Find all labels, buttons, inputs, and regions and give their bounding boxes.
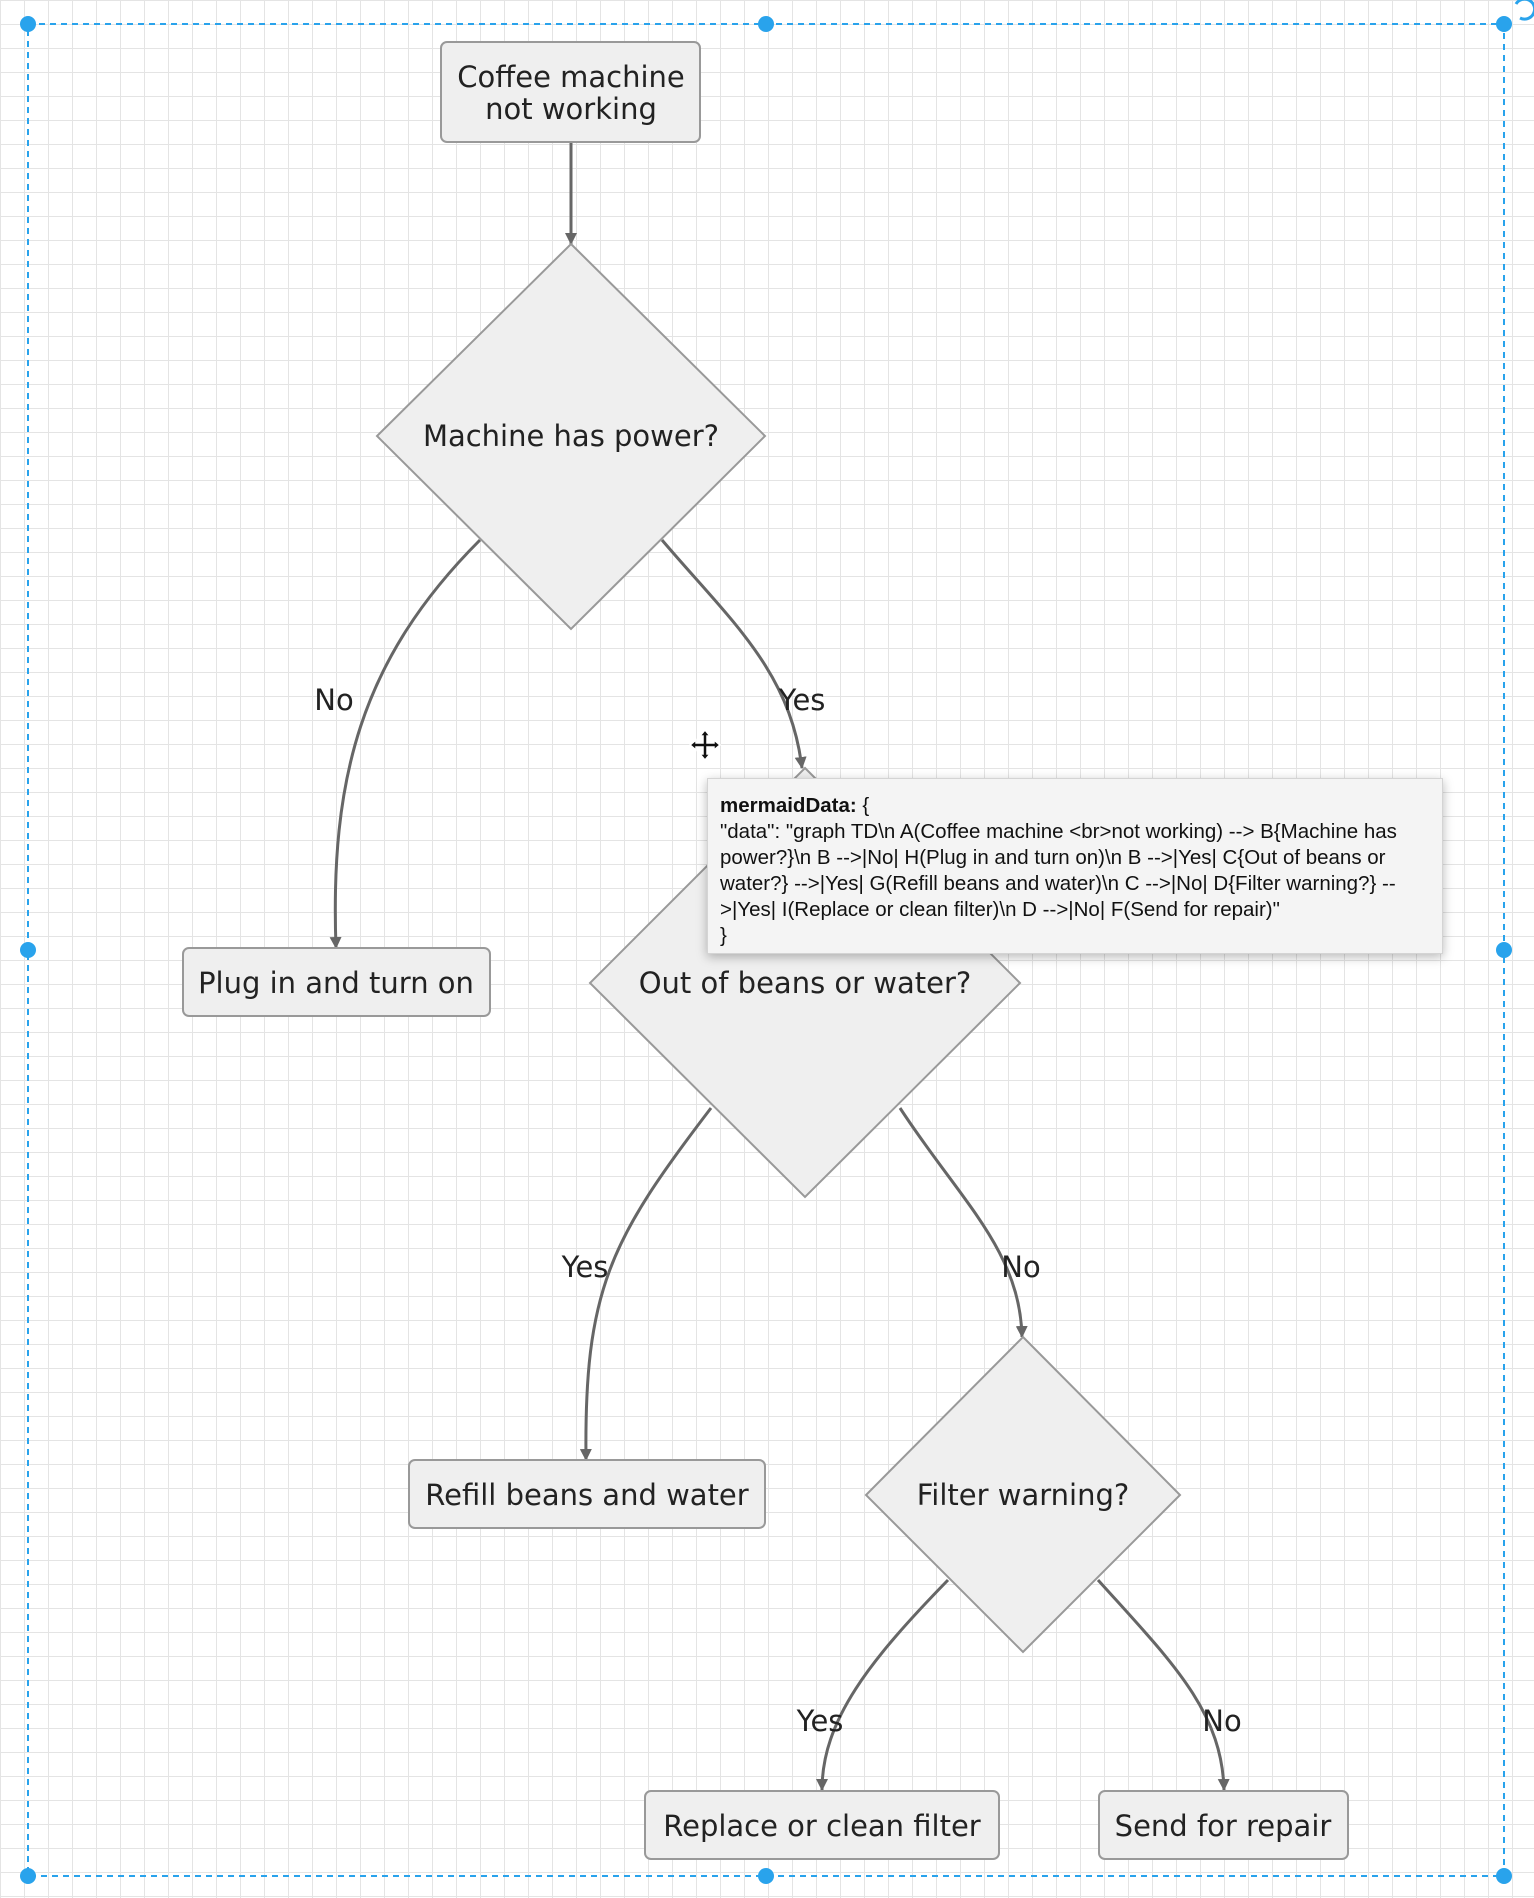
node-i[interactable]: Replace or clean filter: [644, 1790, 1000, 1860]
mermaid-data-tooltip: mermaidData: { "data": "graph TD\n A(Cof…: [707, 778, 1443, 954]
node-b-shape: [375, 242, 767, 631]
node-d-text: Filter warning?: [917, 1478, 1130, 1512]
node-g-text: Refill beans and water: [425, 1478, 748, 1512]
rotate-handle-icon[interactable]: [1514, 0, 1534, 21]
edge-b-to-h[interactable]: [329, 538, 482, 949]
node-a[interactable]: Coffee machine not working: [440, 41, 701, 143]
tooltip-body: "data": "graph TD\n A(Coffee machine <br…: [720, 820, 1397, 921]
node-h-shape: [182, 947, 491, 1017]
tooltip-key: mermaidData:: [720, 794, 857, 817]
edge-d-to-f[interactable]: [1096, 1578, 1230, 1791]
node-b[interactable]: Machine has power?: [375, 242, 767, 631]
node-i-shape: [644, 1790, 1000, 1860]
node-a-line-1: Coffee machine: [457, 60, 685, 94]
node-a-line-2: not working: [485, 92, 657, 126]
node-h[interactable]: Plug in and turn on: [182, 947, 491, 1017]
node-b-text: Machine has power?: [423, 419, 719, 453]
edge-label-b-h: No: [314, 683, 353, 717]
tooltip-close-brace: }: [720, 924, 727, 947]
selection-handle-top-left[interactable]: [20, 16, 36, 32]
selection-handle-bottom-left[interactable]: [20, 1868, 36, 1884]
node-i-text: Replace or clean filter: [663, 1809, 981, 1843]
node-f[interactable]: Send for repair: [1098, 1790, 1349, 1860]
tooltip-open-brace: {: [862, 794, 870, 817]
selection-handle-middle-right[interactable]: [1496, 942, 1512, 958]
edge-d-to-i[interactable]: [816, 1578, 950, 1791]
node-d-shape: [864, 1335, 1182, 1654]
edge-label-b-c: Yes: [778, 683, 826, 717]
move-arrows-icon: [688, 728, 722, 762]
node-f-text: Send for repair: [1115, 1809, 1332, 1843]
edge-label-c-g: Yes: [561, 1250, 609, 1284]
selection-handle-top-right[interactable]: [1496, 16, 1512, 32]
edge-b-to-c[interactable]: [660, 539, 807, 769]
node-a-shape: [440, 41, 701, 143]
selection-handle-middle-left[interactable]: [20, 942, 36, 958]
node-g[interactable]: Refill beans and water: [408, 1459, 766, 1529]
edge-c-to-g[interactable]: [579, 1107, 713, 1461]
node-f-shape: [1098, 1790, 1349, 1860]
edge-c-to-d[interactable]: [898, 1107, 1028, 1338]
selection-handle-top-middle[interactable]: [758, 16, 774, 32]
node-g-shape: [408, 1459, 766, 1529]
edge-label-d-i: Yes: [796, 1704, 844, 1738]
node-h-text: Plug in and turn on: [198, 966, 474, 1000]
edge-label-c-d: No: [1001, 1250, 1040, 1284]
selection-handle-bottom-middle[interactable]: [758, 1868, 774, 1884]
selection-handle-bottom-right[interactable]: [1496, 1868, 1512, 1884]
node-d[interactable]: Filter warning?: [864, 1335, 1182, 1654]
edge-label-d-f: No: [1202, 1704, 1241, 1738]
node-c-text: Out of beans or water?: [639, 966, 972, 1000]
